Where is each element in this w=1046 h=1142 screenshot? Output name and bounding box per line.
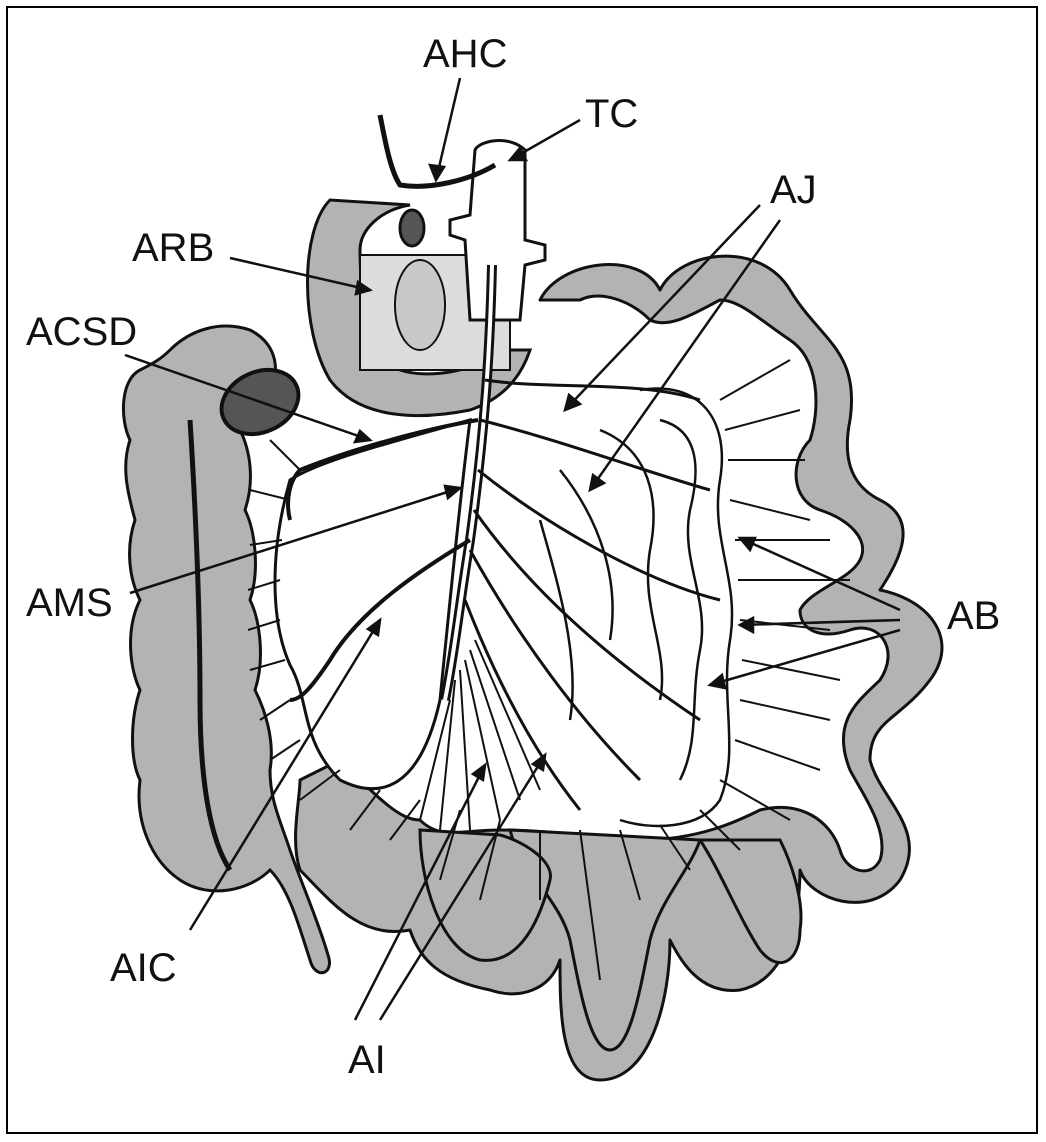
label-ab: AB xyxy=(947,596,1000,636)
label-acsd: ACSD xyxy=(26,312,137,352)
label-ahc: AHC xyxy=(423,34,507,74)
label-tc: TC xyxy=(585,94,638,134)
pancreas-head xyxy=(395,260,445,350)
label-arb: ARB xyxy=(132,228,214,268)
label-ai: AI xyxy=(348,1040,386,1080)
label-aic: AIC xyxy=(110,948,177,988)
jejunal-arteries xyxy=(465,380,720,810)
label-ams: AMS xyxy=(26,583,113,623)
label-aj: AJ xyxy=(770,170,817,210)
duodenum-cut-end xyxy=(400,210,424,246)
arterial-arcades xyxy=(540,388,732,826)
